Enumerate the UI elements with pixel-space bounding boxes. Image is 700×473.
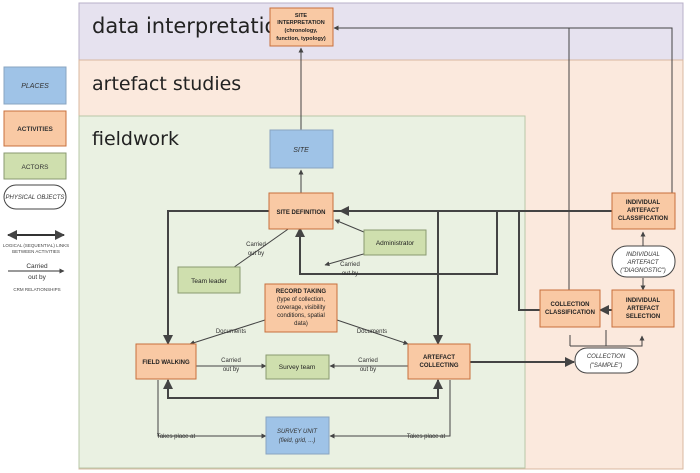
node-artefact-collecting[interactable]: ARTEFACT COLLECTING <box>407 343 471 380</box>
node-survey-team[interactable]: Survey team <box>265 354 330 380</box>
svg-text:ARTEFACT: ARTEFACT <box>423 355 455 361</box>
legend-physical-objects-box <box>3 184 67 210</box>
svg-text:Survey team: Survey team <box>279 364 316 371</box>
legend-crm-label: CRM RELATIONSHIPS <box>13 287 60 292</box>
svg-text:coverage, visibility: coverage, visibility <box>277 305 326 311</box>
svg-text:SITE DEFINITION: SITE DEFINITION <box>276 210 325 216</box>
edge-collecting-to-site-def <box>295 227 438 275</box>
legend: PLACES ACTIVITIES ACTORS PHYSICAL OBJECT… <box>3 66 69 292</box>
legend-carried-line2: out by <box>28 274 46 281</box>
node-field-walking[interactable]: FIELD WALKING <box>135 343 197 380</box>
node-record-taking[interactable]: RECORD TAKING (type of collection, cover… <box>264 283 338 333</box>
svg-text:INTERPRETATION: INTERPRETATION <box>277 20 324 26</box>
node-site-interpretation[interactable]: SITE INTERPRETATION (chronology, functio… <box>269 7 334 47</box>
svg-text:ARTEFACT: ARTEFACT <box>627 208 659 214</box>
label-takes-place-left: Takes place at <box>157 434 196 440</box>
connectors <box>157 25 673 439</box>
node-individual-artefact-selection[interactable]: INDIVIDUAL ARTEFACT SELECTION <box>611 289 675 328</box>
svg-text:(field, grid, ...): (field, grid, ...) <box>279 438 316 444</box>
label-outby-admin: out by <box>342 271 358 277</box>
legend-actors-box <box>3 152 67 180</box>
node-collection-sample[interactable]: COLLECTION ("SAMPLE") <box>574 347 639 374</box>
svg-text:INDIVIDUAL: INDIVIDUAL <box>626 252 660 258</box>
layer-title-fieldwork: fieldwork <box>92 128 179 150</box>
legend-logical-line1: LOGICAL (SEQUENTIAL) LINKS <box>3 243 69 248</box>
svg-text:COLLECTING: COLLECTING <box>420 363 459 369</box>
edge-classification-to-interpretation <box>569 27 673 193</box>
edge-collecting-to-survey-unit <box>329 380 451 439</box>
node-administrator[interactable]: Administrator <box>363 229 427 256</box>
legend-carried-line1: Carried <box>26 263 48 270</box>
label-carried-admin: Carried <box>340 262 360 268</box>
svg-text:Administrator: Administrator <box>376 240 415 247</box>
edge-walking-collecting-loop <box>163 379 443 399</box>
legend-activities-box <box>3 110 67 147</box>
node-individual-artefact-classification[interactable]: INDIVIDUAL ARTEFACT CLASSIFICATION <box>611 192 676 230</box>
label-carried-walking: Carried <box>221 358 241 364</box>
label-documents-left: Documents <box>216 329 246 335</box>
svg-text:SITE: SITE <box>293 147 309 154</box>
svg-text:function, typology): function, typology) <box>276 36 326 42</box>
label-carried-collecting: Carried <box>358 358 378 364</box>
svg-text:SELECTION: SELECTION <box>626 314 660 320</box>
label-documents-right: Documents <box>357 329 387 335</box>
svg-text:ARTEFACT: ARTEFACT <box>626 260 659 266</box>
svg-text:("DIAGNOSTIC"): ("DIAGNOSTIC") <box>620 268 666 274</box>
svg-text:SITE: SITE <box>295 13 308 19</box>
label-carried-team-leader: Carried <box>246 242 266 248</box>
svg-text:(chronology,: (chronology, <box>285 28 318 34</box>
node-team-leader[interactable]: Team leader <box>177 266 241 294</box>
svg-text:CLASSIFICATION: CLASSIFICATION <box>545 310 595 316</box>
svg-text:data): data) <box>294 321 308 327</box>
edge-site-def-to-collection-class <box>518 211 540 311</box>
legend-physical-objects-label: PHYSICAL OBJECTS <box>6 195 65 201</box>
svg-text:conditions, spatial: conditions, spatial <box>277 313 325 319</box>
label-outby-team-leader: out by <box>248 251 264 257</box>
svg-text:ARTEFACT: ARTEFACT <box>627 306 659 312</box>
edge-collecting-branch <box>438 211 498 275</box>
edge-sample-to-selection <box>570 335 645 347</box>
legend-actors-label: ACTORS <box>22 164 50 171</box>
edge-record-to-artefact-collecting <box>336 319 409 345</box>
legend-activities-label: ACTIVITIES <box>17 126 53 133</box>
node-individual-artefact-diagnostic[interactable]: INDIVIDUAL ARTEFACT ("DIAGNOSTIC") <box>611 245 676 278</box>
legend-logical-line2: BETWEEN ACTIVITIES <box>12 249 60 254</box>
svg-text:CLASSIFICATION: CLASSIFICATION <box>618 216 668 222</box>
edge-labels: Carried out by Carried out by Documents … <box>157 242 446 440</box>
node-collection-classification[interactable]: COLLECTION CLASSIFICATION <box>539 289 601 328</box>
svg-text:("SAMPLE"): ("SAMPLE") <box>590 363 623 369</box>
node-site-definition[interactable]: SITE DEFINITION <box>268 192 334 230</box>
legend-places-label: PLACES <box>21 83 49 90</box>
edge-site-def-to-field-walking <box>163 210 272 345</box>
node-site[interactable]: SITE <box>269 129 334 169</box>
layer-title-artefact-studies: artefact studies <box>92 73 241 95</box>
svg-text:RECORD TAKING: RECORD TAKING <box>276 289 327 295</box>
label-outby-walking: out by <box>223 367 239 373</box>
svg-text:Team leader: Team leader <box>191 278 228 285</box>
svg-text:SURVEY UNIT: SURVEY UNIT <box>277 429 318 435</box>
svg-text:(type of collection,: (type of collection, <box>277 297 326 303</box>
svg-text:COLLECTION: COLLECTION <box>551 302 590 308</box>
edge-field-walking-to-survey-unit <box>157 380 267 439</box>
edge-record-to-field-walking <box>189 319 266 346</box>
node-survey-unit[interactable]: SURVEY UNIT (field, grid, ...) <box>265 416 330 455</box>
svg-text:FIELD WALKING: FIELD WALKING <box>142 360 190 366</box>
layer-title-data-interpretation: data interpretation <box>92 14 291 38</box>
label-outby-collecting: out by <box>360 367 376 373</box>
svg-text:INDIVIDUAL: INDIVIDUAL <box>626 200 661 206</box>
legend-places-box <box>3 66 67 105</box>
label-takes-place-right: Takes place at <box>407 434 446 440</box>
svg-text:INDIVIDUAL: INDIVIDUAL <box>626 298 661 304</box>
svg-text:COLLECTION: COLLECTION <box>587 354 626 360</box>
